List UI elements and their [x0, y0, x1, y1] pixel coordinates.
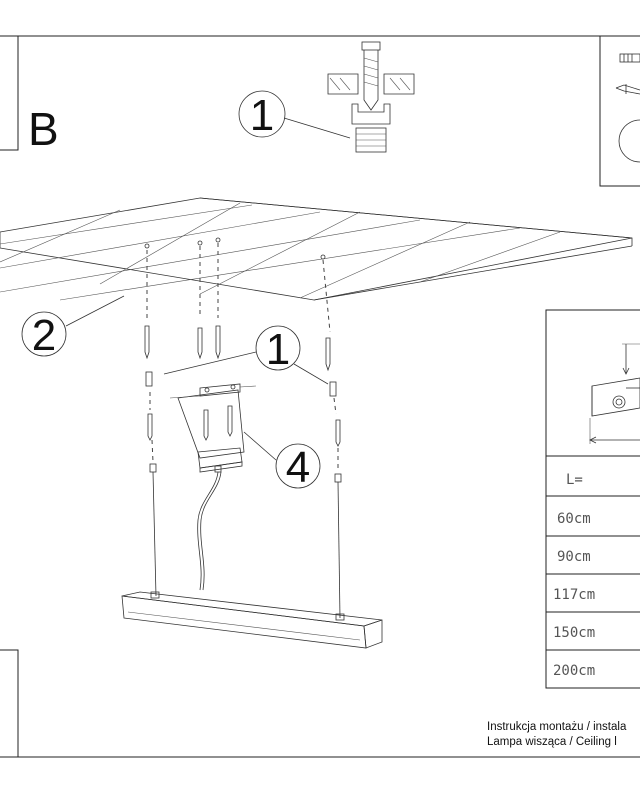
anchor-detail — [327, 41, 415, 153]
canopy-bracket — [169, 383, 257, 473]
callout-number: 1 — [250, 91, 274, 140]
linear-lamp — [121, 591, 383, 649]
table-header: L= — [566, 472, 583, 488]
footer-line-1: Instrukcja montażu / instala — [487, 721, 627, 733]
footer-line-2: Lampa wisząca / Ceiling l — [487, 736, 617, 748]
table-row: 150cm — [553, 625, 595, 641]
callout-1-top: 1 — [238, 90, 351, 140]
anchor-icon — [615, 84, 640, 95]
detail-circle — [618, 119, 640, 163]
screws — [144, 325, 342, 483]
length-table: L= 60cm 90cm 117cm 150cm 200cm — [546, 472, 640, 679]
screw-icon — [619, 53, 640, 63]
section-label: B — [28, 103, 59, 155]
suspension-cables — [152, 471, 341, 619]
callout-number: 4 — [286, 443, 310, 492]
callout-1-mid: 1 — [163, 325, 329, 385]
dimension-detail — [545, 309, 640, 689]
footer-caption: Instrukcja montażu / instala Lampa wiszą… — [487, 720, 626, 750]
callout-number: 2 — [32, 311, 56, 360]
hardware-detail-box — [599, 35, 640, 187]
table-row: 90cm — [557, 549, 591, 565]
guide-lines — [146, 243, 339, 472]
callout-4: 4 — [243, 431, 321, 492]
table-row: 117cm — [553, 587, 595, 603]
table-row: 60cm — [557, 511, 591, 527]
table-row: 200cm — [553, 663, 595, 679]
sheet-frame — [0, 35, 640, 758]
power-cord — [197, 471, 219, 591]
ceiling-grid — [0, 197, 633, 301]
callout-number: 1 — [266, 325, 290, 374]
callout-2: 2 — [21, 295, 125, 360]
